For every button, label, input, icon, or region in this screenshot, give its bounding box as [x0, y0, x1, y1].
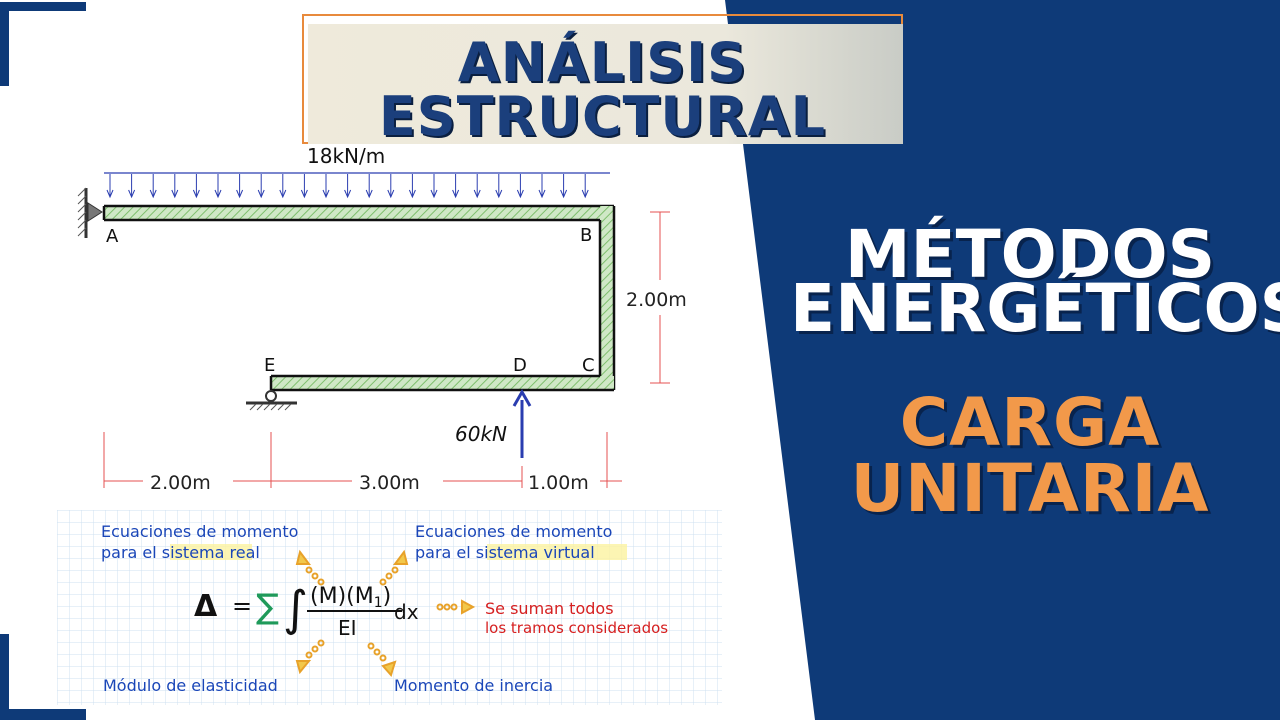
node-label-c: C	[582, 355, 595, 376]
note-virtual-line2: para el sistema virtual	[415, 543, 595, 562]
load-arrow-head	[452, 189, 460, 199]
load-arrow-head	[495, 189, 503, 199]
title-line-2: ESTRUCTURAL	[378, 85, 827, 148]
formula-integral: ∫	[283, 581, 308, 637]
formula-sum: ∑	[256, 587, 279, 627]
load-arrow-head	[387, 189, 395, 199]
corner-bracket-bottom-h	[0, 709, 86, 720]
note-real-line1: Ecuaciones de momento	[101, 522, 298, 541]
formula-denominator: EI	[338, 616, 357, 640]
load-arrow-head	[106, 189, 114, 199]
formula-dx: dx	[394, 600, 419, 624]
headline-line-4: UNITARIA	[850, 450, 1210, 527]
load-label: 18kN/m	[307, 144, 385, 168]
connector-arrows	[295, 549, 476, 677]
load-arrow-head	[516, 189, 524, 199]
load-arrow-head	[344, 189, 352, 199]
span-dimension-1: 2.00m	[150, 472, 211, 494]
load-arrow-head	[149, 189, 157, 199]
load-arrow-head	[214, 189, 222, 199]
headline-line-3: CARGA	[899, 384, 1161, 461]
note-elasticity: Módulo de elasticidad	[103, 676, 278, 695]
formula-panel: Ecuaciones de momento para el sistema re…	[57, 510, 722, 705]
node-label-e: E	[264, 355, 275, 376]
formula-equals: =	[232, 592, 252, 620]
note-inertia: Momento de inercia	[394, 676, 553, 695]
headline-line-1: MÉTODOS	[844, 216, 1216, 293]
load-arrow-head	[430, 189, 438, 199]
load-arrow-head	[300, 189, 308, 199]
load-arrow-head	[257, 189, 265, 199]
formula-numerator: (M)(M1)	[310, 584, 391, 611]
headline-line-2: ENERGÉTICOS	[790, 270, 1280, 347]
height-dimension	[650, 211, 670, 384]
note-real-line2: para el sistema real	[101, 543, 260, 562]
span-dimensions	[103, 432, 622, 488]
load-arrow-head	[236, 189, 244, 199]
load-arrow-head	[322, 189, 330, 199]
roller-support-e	[246, 390, 297, 411]
distributed-load	[104, 172, 610, 199]
formula-delta: Δ	[194, 589, 218, 624]
load-arrow-head	[171, 189, 179, 199]
point-load-label: 60kN	[455, 422, 507, 446]
load-arrow-head	[365, 189, 373, 199]
node-label-b: B	[580, 225, 592, 246]
load-arrow-head	[581, 189, 589, 199]
corner-bracket-top-h	[0, 2, 86, 11]
title-line-1: ANÁLISIS	[457, 31, 748, 94]
span-dimension-3: 1.00m	[528, 472, 589, 494]
navy-panel	[725, 0, 1280, 720]
frame-members	[102, 204, 616, 392]
corner-bracket-top-v	[0, 2, 9, 86]
corner-bracket-bottom-v	[0, 634, 9, 720]
note-sum-line2: los tramos considerados	[485, 619, 668, 637]
node-label-a: A	[106, 226, 119, 247]
load-arrow-head	[473, 189, 481, 199]
load-arrow-head	[192, 189, 200, 199]
load-arrow-head	[538, 189, 546, 199]
span-dimension-2: 3.00m	[359, 472, 420, 494]
title-box-fill	[308, 24, 903, 144]
node-label-d: D	[513, 355, 527, 376]
note-sum-line1: Se suman todos	[485, 599, 614, 618]
fixed-support-a	[77, 187, 103, 238]
title-box: ANÁLISIS ESTRUCTURAL	[302, 14, 903, 144]
note-virtual-line1: Ecuaciones de momento	[415, 522, 612, 541]
load-arrow-head	[560, 189, 568, 199]
load-arrow-head	[279, 189, 287, 199]
point-load-d	[512, 388, 532, 458]
load-arrow-head	[128, 189, 136, 199]
load-arrow-head	[408, 189, 416, 199]
height-dimension-label: 2.00m	[626, 289, 687, 311]
